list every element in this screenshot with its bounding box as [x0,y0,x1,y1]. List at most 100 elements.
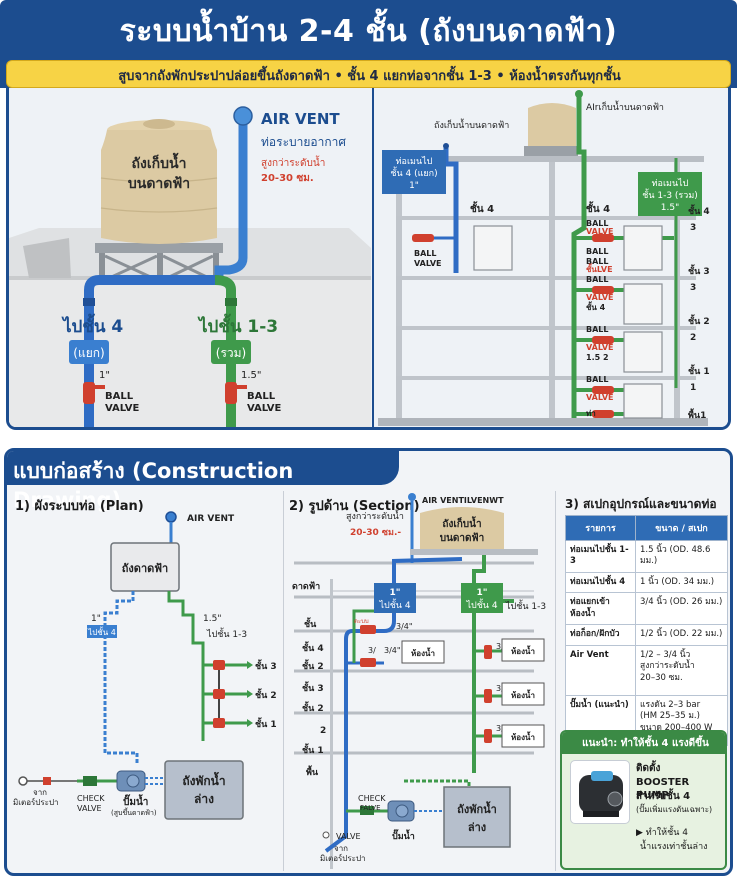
branch-size: 3/4" [384,646,401,655]
construction-drawing-panel: แบบก่อสร้าง (Construction Drawing) 1) ผั… [4,448,733,876]
floor-label: ชั้น 2 [302,659,324,672]
spec-item: ท่อแยกเข้าห้องน้ำ [565,592,636,626]
section-lower-tank-2: ล่าง [468,821,486,834]
section-check-2: FALVE [360,804,381,812]
air-vent-note-1: สูงกว่าระดับน้ำ [261,155,325,169]
construction-title: แบบก่อสร้าง (Construction Drawing) [13,459,294,512]
spec-item: ท่อเมนไปชั้น 4 [565,571,636,594]
floor-label: 3 [690,283,696,293]
spec-value: 1 นิ้ว (OD. 34 มม.) [635,571,728,594]
section-blue-box-1: 1" [390,588,401,598]
panel-divider [372,88,374,427]
valve-label: 1.5 2 [586,353,609,362]
plan-floor-3: ชั้น 3 [255,659,277,672]
valve-label: BALL [586,275,608,284]
right-main-box [638,172,702,216]
right-pipe-size: 1.5" [241,370,262,381]
plan-floor-2: ชั้น 2 [255,688,277,701]
middle-valve-labels: BALL VALVE BALL BALL ชั้นLVE BALL VALVE … [586,219,614,418]
divider [555,491,556,871]
air-vent-icon [165,511,177,523]
section-meter-1: จาก [334,844,348,853]
plan-pump-sub: (สูบขึ้นดาดฟ้า) [111,806,157,817]
right-pipe-tag: (รวม) [216,346,246,360]
section-tank-2: บนดาดฟ้า [440,532,484,544]
plan-heading: 1) ผังระบบท่อ (Plan) [15,499,144,514]
building-vent-label: AIrเก็บน้ำบนดาดฟ้า [586,100,664,113]
spec-value: 3/4 นิ้ว (OD. 26 มม.) [635,592,728,626]
plan-lower-tank [164,760,244,820]
spec-col-item: รายการ [565,515,636,541]
floor-label: 3 [690,223,696,233]
recommend-line-3: สำหรับชั้น 4 [636,791,691,802]
bathroom-label: ห้องน้ำ [411,647,435,658]
right-floor-labels: ชั้น 4 3 ชั้น 3 3 ชั้น 2 2 ชั้น 1 1 พื้น… [688,204,710,421]
section-note-2: 20-30 ซม.- [350,528,401,538]
plan-diagram: AIR VENT ถังดาดฟ้า 1" ไปชั้น 4 1.5" ไปชั… [13,511,277,820]
right-box-line-2: ชั้น 1-3 (รวม) [642,188,698,201]
valve-label: VALVE [586,343,614,352]
plan-floor-1: ชั้น 1 [255,717,277,730]
plan-meter-1: จาก [33,788,47,797]
spec-item: Air Vent [565,644,636,696]
section-air-vent-icon [408,493,416,501]
plan-size-left: 1" [91,614,101,624]
air-vent-sub: ท่อระบายอากาศ [261,135,346,149]
air-vent-pipe [214,106,253,280]
ball-valve-right-icon [225,382,247,404]
valve-small-label: ดะบบ [354,618,369,625]
spec-item: ท่อก็อก/ฝักบัว [565,624,636,646]
recommend-line-1: ติดตั้ง [636,763,661,774]
blue-pipe-floor4 [83,275,219,427]
valve-label: VALVE [586,393,614,402]
air-vent-note-2: 20-30 ซม. [261,173,314,184]
bathroom-label: ห้องน้ำ [511,731,535,742]
spec-value: 1.5 นิ้ว (OD. 48.6 มม.) [635,540,728,573]
rooftop-tank [100,119,218,244]
plan-lower-tank-2: ล่าง [194,792,214,806]
roof-step [23,238,71,278]
building-tank [524,103,578,156]
recommend-box: แนะนำ: ทำให้ชั้น 4 แรงดีขึ้น ติดตั้ง BOO… [560,730,727,870]
meter-icon [18,776,28,786]
floor-label: พื้น1 [688,408,706,421]
section-air-vent: AIR VENTILVENWT [422,496,504,505]
left-pipe-size: 1" [99,370,110,381]
floor-label: 1 [690,383,696,393]
valve-label: BALL [586,257,608,266]
floor-label: ชั้น 1 [302,743,324,756]
section-pump: ปั๊มน้ำ [392,829,415,842]
spec-header-row: รายการ ขนาด / สเปก [565,515,728,541]
left-valve-1: BALL [105,391,134,402]
section-blue-box-2: ไปชั้น 4 [378,598,410,611]
floor-label: ชั้น 1 [688,364,710,377]
section-branch-labels: 3/4" 3/4" 3/ 3/4" 3/4" 3/4" ดะบบ [354,618,513,733]
gate-valve-icon [43,777,51,785]
tank-label-1: ถังเก็บน้ำ [132,152,187,172]
left-pipe-label: ไปชั้น 4 [61,313,123,337]
section-bathrooms: ห้องน้ำ ห้องน้ำ ห้องน้ำ ห้องน้ำ [401,638,545,748]
section-tank [420,507,504,549]
spec-heading: 3) สเปกอุปกรณ์และขนาดท่อ [565,497,717,511]
recommend-bullet-2: น้ำแรงเท่าชั้นล่าง [640,842,708,852]
bathroom-label: ห้องน้ำ [511,645,535,656]
green-pipe-floor1-3 [214,275,237,427]
plan-lower-tank-1: ถังพักน้ำ [182,771,225,788]
floor-label: ชั้น 4 [302,641,324,654]
section-note-1: สูงกว่าระดับน้ำ [346,509,404,522]
valve-label: BALL [586,219,608,228]
branch-size: 3/4" [396,622,413,631]
section-lower-tank-1: ถังพักน้ำ [457,801,497,816]
section-green-box-2: ไปชั้น 4 [465,598,497,611]
spec-item: ท่อเมนไปชั้น 1-3 [565,540,636,573]
plan-branches [203,660,253,728]
plan-air-vent: AIR VENT [187,514,235,524]
section-check-1: CHECK [358,794,386,803]
floor-label: ชั้น 2 [688,314,710,327]
spec-col-size: ขนาด / สเปก [635,515,728,541]
plan-green-pipe [167,591,205,741]
booster-pump-image [570,760,630,824]
